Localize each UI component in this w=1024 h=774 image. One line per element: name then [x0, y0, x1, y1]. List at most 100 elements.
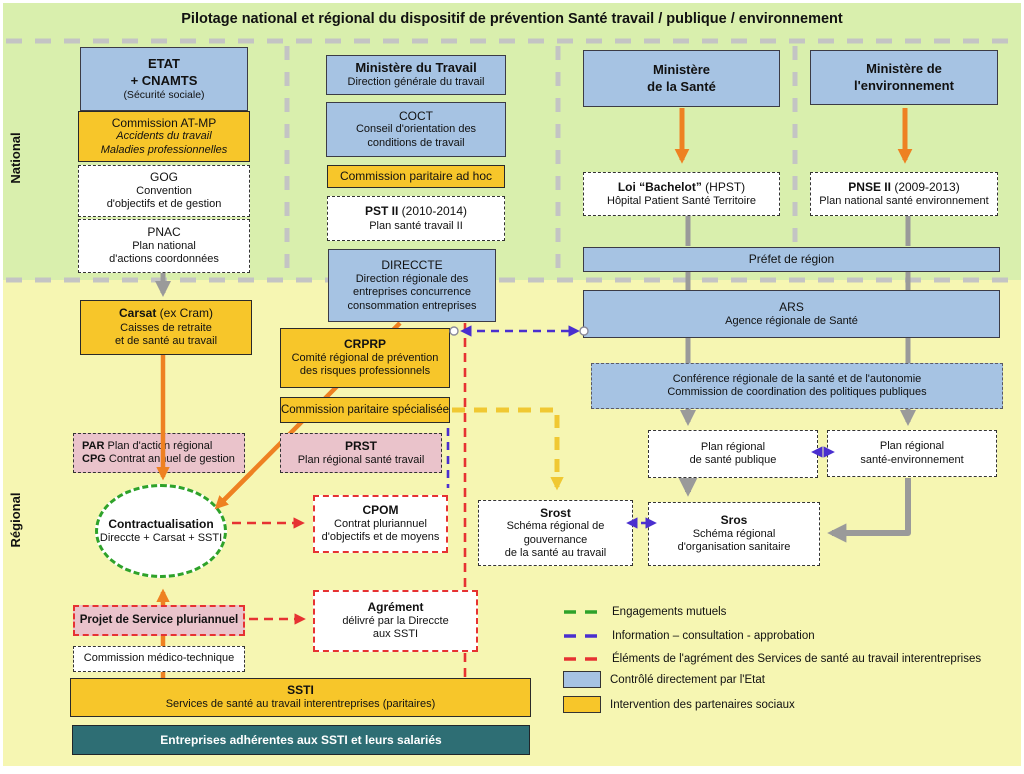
cpom-line3: d'objectifs et de moyens: [321, 531, 440, 544]
srost-line4: de la santé au travail: [504, 547, 607, 560]
loi-bachelot-hpst: (HPST): [701, 179, 746, 194]
atmp-line1: Commission AT-MP: [111, 115, 217, 130]
pnac-line2: Plan national: [132, 239, 196, 252]
zone-label-national: National: [8, 132, 23, 184]
travail-line2: Direction générale du travail: [347, 76, 485, 89]
conference-line2: Commission de coordination des politique…: [667, 386, 927, 398]
projet-line1: Projet de Service pluriannuel: [79, 614, 239, 627]
srost-line2: Schéma régional de: [506, 520, 605, 533]
pnac-line3: d'actions coordonnées: [109, 253, 219, 266]
legend-engagements-label: Engagements mutuels: [612, 606, 727, 618]
node-loi-bachelot: Loi “Bachelot” (HPST) Hôpital Patient Sa…: [583, 172, 780, 216]
node-pnac: PNAC Plan national d'actions coordonnées: [78, 219, 250, 273]
conference-line1: Conférence régionale de la santé et de l…: [672, 372, 922, 385]
cp-adhoc-line1: Commission paritaire ad hoc: [339, 169, 493, 184]
node-prst: PRST Plan régional santé travail: [280, 433, 442, 473]
ssti-line1: SSTI: [287, 683, 314, 698]
direccte-line1: DIRECCTE: [381, 258, 443, 273]
sante-line1: Ministère: [652, 62, 711, 78]
node-commission-paritaire-adhoc: Commission paritaire ad hoc: [327, 165, 505, 188]
node-pst2: PST II (2010-2014) Plan santé travail II: [327, 196, 505, 241]
agrement-line1: Agrément: [367, 600, 424, 615]
legend-controle-label: Contrôlé directement par l'Etat: [610, 673, 765, 686]
loi-bachelot-name: Loi “Bachelot”: [617, 179, 702, 194]
sante-line2: de la Santé: [647, 78, 716, 94]
pnse2-acronym: PNSE II: [848, 179, 891, 194]
legend-information-label: Information – consultation - approbation: [612, 630, 815, 642]
node-cpom: CPOM Contrat pluriannuel d'objectifs et …: [313, 495, 448, 553]
atmp-line3: Maladies professionnelles: [100, 143, 228, 156]
ssti-line2: Services de santé au travail interentrep…: [165, 698, 436, 711]
node-contractualisation: Contractualisation Direccte + Carsat + S…: [95, 484, 227, 578]
agrement-line3: aux SSTI: [372, 628, 419, 641]
carsat-line2: Caisses de retraite: [120, 321, 212, 334]
legend-information: Information – consultation - approbation: [563, 630, 815, 642]
node-plan-regional-sante-publique: Plan régional de santé publique: [648, 430, 818, 478]
prst-line2: Plan régional santé travail: [297, 453, 425, 466]
contractualisation-line2: Direccte + Carsat + SSTI: [99, 531, 223, 544]
pst2-acronym: PST II: [364, 204, 399, 219]
pnac-line1: PNAC: [147, 225, 181, 240]
crprp-line1: CRPRP: [343, 337, 386, 352]
cps-line1: Commission paritaire spécialisée: [280, 403, 450, 416]
node-par-cpg: PAR Plan d'action régional CPG Contrat a…: [73, 433, 245, 473]
red-dash-icon: [564, 657, 602, 661]
node-commission-paritaire-specialisee: Commission paritaire spécialisée: [280, 397, 450, 423]
node-direccte: DIRECCTE Direction régionale des entrepr…: [328, 249, 496, 322]
node-gog: GOG Convention d'objectifs et de gestion: [78, 165, 250, 217]
sros-line3: d'organisation sanitaire: [677, 541, 791, 554]
cpom-line2: Contrat pluriannuel: [334, 517, 427, 530]
node-ministere-travail: Ministère du Travail Direction générale …: [326, 55, 506, 95]
ars-line2: Agence régionale de Santé: [725, 314, 858, 327]
carsat-name: Carsat: [118, 306, 157, 321]
coct-line2: Conseil d'orientation des: [355, 123, 477, 136]
node-ministere-sante: Ministère de la Santé: [583, 50, 780, 107]
node-crprp: CRPRP Comité régional de prévention des …: [280, 328, 450, 388]
carsat-excram: (ex Cram): [156, 306, 214, 321]
node-etat-cnamts: ETAT + CNAMTS (Sécurité sociale): [80, 47, 248, 111]
coct-line3: conditions de travail: [367, 136, 465, 149]
direccte-line4: consommation entreprises: [347, 299, 477, 312]
prse-line1: Plan régional: [879, 440, 945, 453]
par-acronym: PAR: [82, 439, 105, 452]
etat-line3: (Sécurité sociale): [123, 88, 205, 101]
node-agrement: Agrément délivré par la Direccte aux SST…: [313, 590, 478, 652]
coct-line1: COCT: [399, 108, 433, 123]
gog-line2: Convention: [136, 184, 192, 197]
node-srost: Srost Schéma régional de gouvernance de …: [478, 500, 633, 566]
legend-intervention-label: Intervention des partenaires sociaux: [610, 698, 795, 711]
cmt-line1: Commission médico-technique: [83, 652, 235, 665]
travail-line1: Ministère du Travail: [355, 60, 477, 76]
direccte-line3: entreprises concurrence: [352, 286, 471, 299]
prst-line1: PRST: [344, 438, 377, 453]
etat-line1: ETAT: [147, 56, 180, 72]
legend-engagements: Engagements mutuels: [563, 606, 726, 618]
node-carsat: Carsat (ex Cram) Caisses de retraite et …: [80, 300, 252, 355]
gog-line3: d'objectifs et de gestion: [106, 198, 222, 211]
diagram-title: Pilotage national et régional du disposi…: [181, 11, 843, 27]
env-line2: l'environnement: [854, 77, 954, 93]
node-ssti: SSTI Services de santé au travail intere…: [70, 678, 531, 717]
node-entreprises-adherentes: Entreprises adhérentes aux SSTI et leurs…: [72, 725, 530, 755]
prsp-line2: de santé publique: [689, 454, 777, 466]
legend-partenaires-sociaux: Intervention des partenaires sociaux: [563, 696, 795, 713]
carsat-line3: et de santé au travail: [114, 335, 218, 348]
zone-label-regional: Régional: [8, 492, 23, 548]
direccte-line2: Direction régionale des: [355, 272, 469, 285]
node-plan-regional-sante-environnement: Plan régional santé-environnement: [827, 430, 997, 477]
node-pnse2: PNSE II (2009-2013) Plan national santé …: [810, 172, 998, 216]
prefet-line1: Préfet de région: [748, 252, 835, 267]
node-coct: COCT Conseil d'orientation des condition…: [326, 102, 506, 157]
sros-line2: Schéma régional: [692, 527, 776, 540]
yellow-box-icon: [563, 696, 601, 713]
legend-controle-etat: Contrôlé directement par l'Etat: [563, 671, 765, 688]
cpg-label: Contrat annuel de gestion: [105, 453, 235, 465]
pst2-line2: Plan santé travail II: [369, 219, 463, 232]
legend-elements-label: Éléments de l'agrément des Services de s…: [612, 653, 982, 665]
gog-line1: GOG: [149, 170, 178, 185]
srost-line1: Srost: [540, 505, 571, 520]
env-line1: Ministère de: [866, 61, 942, 77]
pnse2-years: (2009-2013): [890, 179, 960, 194]
atmp-line2: Accidents du travail: [116, 130, 212, 143]
